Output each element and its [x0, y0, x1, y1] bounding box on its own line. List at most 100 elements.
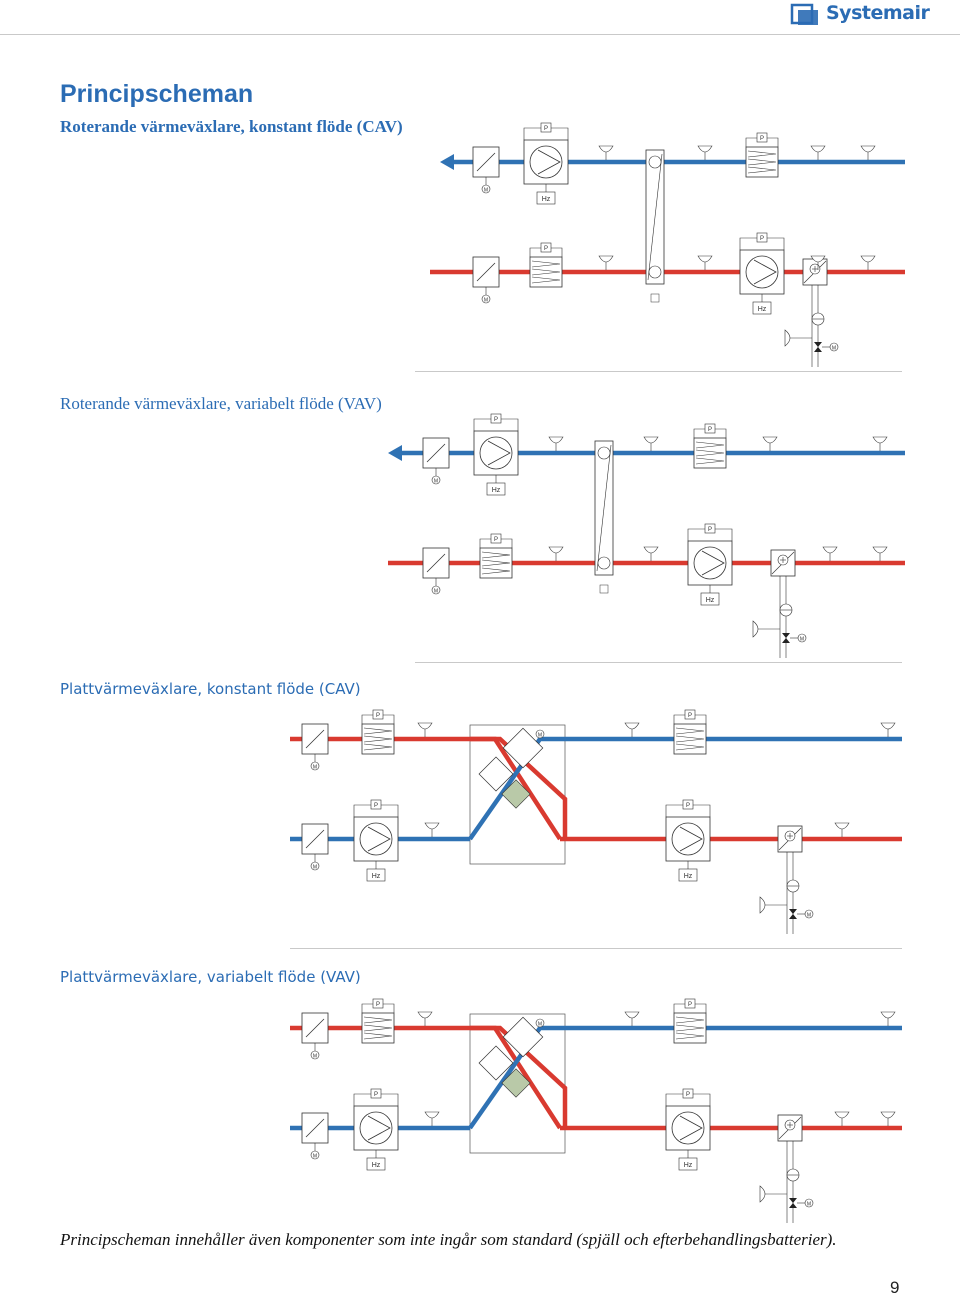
valve	[814, 347, 822, 352]
pressure-line	[361, 1003, 373, 1013]
section-divider-2	[415, 662, 902, 663]
motor-label: M	[832, 346, 836, 352]
damper-blade	[476, 152, 496, 172]
pressure-line	[383, 714, 395, 724]
pressure-line	[523, 127, 541, 140]
pressure-label: P	[688, 713, 692, 719]
pressure-gauge	[372, 709, 384, 720]
pressure-line	[361, 714, 373, 724]
temperature-sensor	[872, 546, 888, 554]
motor-symbol	[310, 1050, 320, 1060]
section-divider-3	[290, 948, 902, 949]
pressure-line	[695, 714, 707, 724]
pressure-line	[693, 1093, 711, 1106]
section-title-2: Roterande värmeväxlare, variabelt flöde …	[60, 394, 382, 413]
frequency-label: Hz	[684, 1162, 693, 1169]
motor-label: M	[313, 765, 317, 771]
temperature-sensor	[697, 145, 713, 153]
pressure-label: P	[376, 713, 380, 719]
fan-direction	[367, 826, 391, 852]
rotor-motor	[599, 584, 609, 594]
damper-blade	[305, 1118, 325, 1138]
temperature-sensor	[697, 255, 713, 263]
temperature-sensor	[880, 722, 896, 730]
filter-media	[747, 158, 777, 166]
frost-sensor	[759, 896, 766, 914]
valve-motor	[797, 633, 807, 643]
extract-cross	[468, 736, 565, 841]
motor-symbol	[481, 294, 491, 304]
temperature-sensor	[834, 1111, 850, 1119]
pressure-gauge	[682, 799, 694, 810]
frequency-converter	[700, 592, 720, 606]
frost-sensor	[784, 329, 791, 347]
motor-label: M	[538, 1022, 542, 1028]
motor-label: M	[313, 1154, 317, 1160]
filter-media	[481, 567, 511, 575]
pressure-line	[383, 1003, 395, 1013]
pressure-label: P	[686, 1092, 690, 1098]
pressure-label: P	[494, 537, 498, 543]
filter-media	[675, 727, 705, 735]
frequency-converter	[678, 1157, 698, 1171]
fan-direction	[487, 440, 511, 466]
temperature-sensor	[424, 1111, 440, 1119]
pressure-line	[693, 428, 705, 438]
temperature-sensor	[860, 145, 876, 153]
motor-label: M	[807, 913, 811, 919]
plate-core-center	[501, 1068, 531, 1098]
pressure-line	[687, 528, 705, 541]
damper	[301, 1012, 329, 1044]
pressure-gauge	[490, 413, 502, 424]
filter-media	[363, 1016, 393, 1024]
pressure-line	[501, 418, 519, 431]
page-title: Principscheman	[60, 80, 254, 108]
temperature-sensor	[598, 255, 614, 263]
filter-media	[695, 449, 725, 457]
temperature-sensor	[880, 1011, 896, 1019]
filter	[673, 723, 707, 755]
filter-media	[747, 150, 777, 158]
fan-direction	[679, 826, 703, 852]
motor-symbol	[431, 475, 441, 485]
valve	[789, 909, 797, 914]
pressure-label: P	[760, 236, 764, 242]
valve-motor	[829, 342, 839, 352]
valve	[782, 633, 790, 638]
fan-direction	[537, 149, 561, 175]
temperature-sensor	[424, 822, 440, 830]
page-number: 9	[890, 1278, 900, 1297]
supply-cross	[470, 736, 562, 841]
pressure-line	[479, 538, 491, 548]
temperature-sensor	[548, 546, 564, 554]
header-divider	[0, 34, 960, 35]
pressure-line	[381, 1093, 399, 1106]
pressure-gauge	[756, 132, 768, 143]
pressure-label: P	[686, 803, 690, 809]
pressure-label: P	[544, 126, 548, 132]
pressure-label: P	[374, 1092, 378, 1098]
filter	[361, 1012, 395, 1044]
pressure-line	[739, 237, 757, 250]
motor-label: M	[313, 1054, 317, 1060]
filter-media	[363, 743, 393, 751]
motor-symbol	[310, 1150, 320, 1160]
filter-media	[481, 551, 511, 559]
filter-media	[675, 1016, 705, 1024]
brand-logo[interactable]: Systemair	[826, 2, 930, 24]
bypass-damper	[502, 727, 544, 769]
duct-arrow	[440, 154, 454, 170]
filter-media	[675, 743, 705, 751]
pressure-gauge	[684, 709, 696, 720]
pressure-line	[693, 804, 711, 817]
filter	[673, 1012, 707, 1044]
filter	[479, 547, 513, 579]
rotor-sensor	[597, 446, 611, 460]
frequency-converter	[536, 191, 556, 205]
pressure-gauge	[370, 799, 382, 810]
duct-arrow	[388, 445, 402, 461]
damper-blade	[426, 553, 446, 573]
motor-label: M	[313, 865, 317, 871]
pressure-line	[551, 127, 569, 140]
valve	[789, 1198, 797, 1203]
